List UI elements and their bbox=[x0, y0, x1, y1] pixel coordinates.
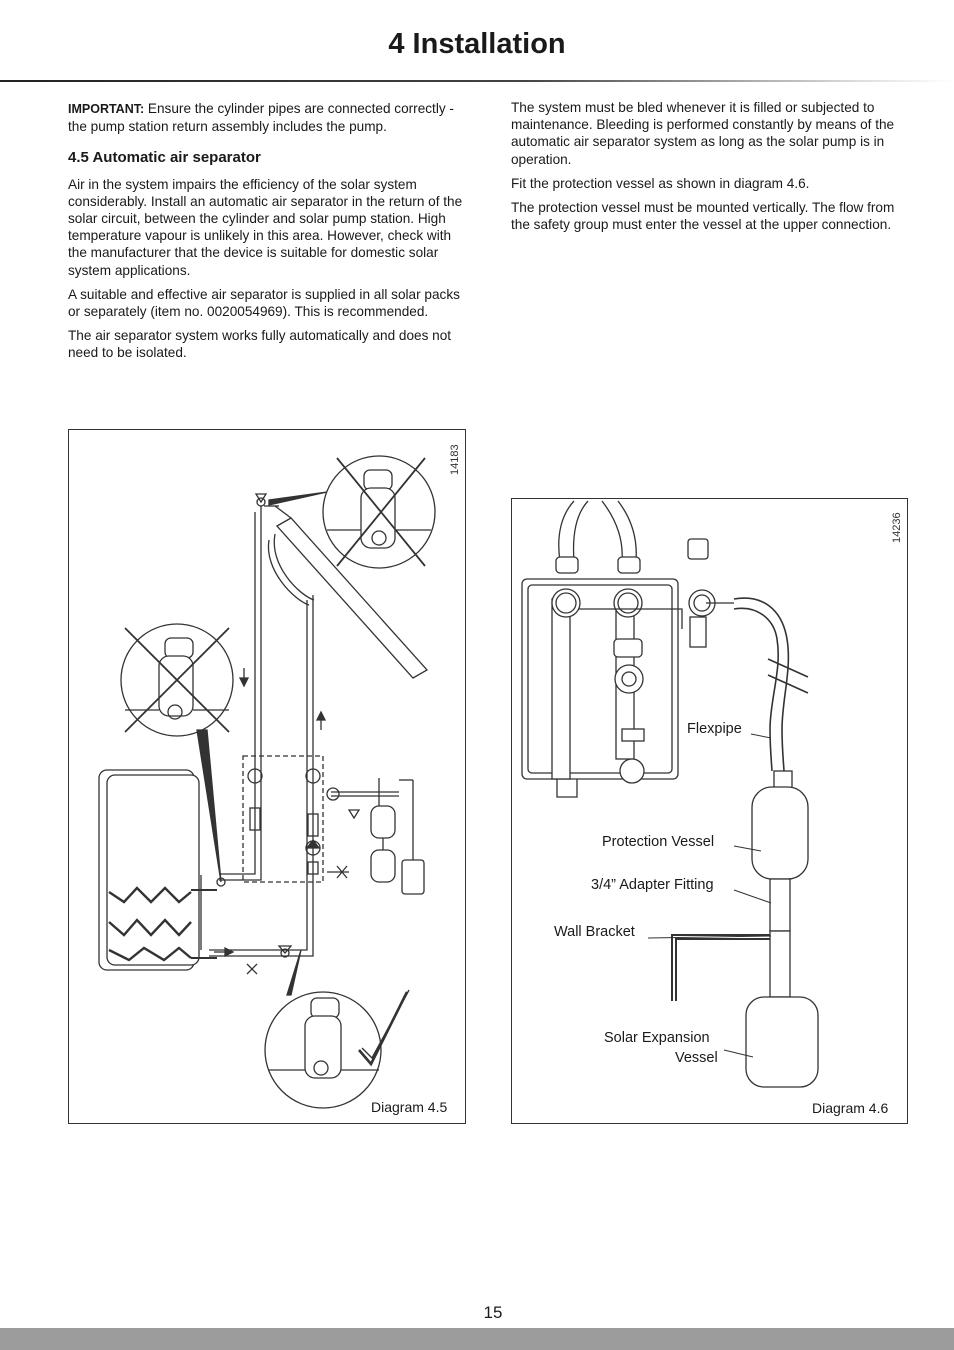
wall-bracket-label: Wall Bracket bbox=[554, 924, 635, 940]
important-text: Ensure the cylinder pipes are connected … bbox=[68, 101, 454, 135]
title-divider bbox=[0, 80, 954, 82]
wrong-position-top bbox=[322, 455, 436, 569]
flexpipe-label: Flexpipe bbox=[687, 721, 742, 737]
pump-station bbox=[242, 755, 399, 883]
left-column: IMPORTANT: Ensure the cylinder pipes are… bbox=[68, 100, 464, 369]
diagram-4-6-illustration bbox=[521, 500, 819, 1088]
top-hoses bbox=[555, 500, 641, 574]
flexpipe bbox=[733, 597, 809, 772]
diagram-caption: Diagram 4.5 bbox=[371, 1099, 448, 1115]
important-label: IMPORTANT: bbox=[68, 102, 145, 116]
solar-expansion-vessel-label-line2: Vessel bbox=[675, 1050, 718, 1066]
adapter-fitting-label: 3/4” Adapter Fitting bbox=[591, 877, 714, 893]
paragraph: The air separator system works fully aut… bbox=[68, 328, 452, 361]
paragraph: The system must be bled whenever it is f… bbox=[511, 100, 895, 167]
page-title: 4 Installation bbox=[388, 28, 566, 60]
diagram-caption: Diagram 4.6 bbox=[812, 1100, 889, 1116]
diagram-reference-number: 14236 bbox=[891, 512, 903, 543]
diagram-4-5-illustration bbox=[98, 455, 436, 1109]
paragraph: The protection vessel must be mounted ve… bbox=[511, 200, 895, 233]
return-valve bbox=[216, 877, 293, 975]
flow-arrows bbox=[214, 668, 327, 958]
footer-bar bbox=[0, 1328, 954, 1350]
expansion-vessels bbox=[347, 778, 425, 895]
paragraph: Fit the protection vessel as shown in di… bbox=[511, 175, 810, 191]
solar-expansion-vessel-label-line1: Solar Expansion bbox=[604, 1030, 710, 1046]
solar-collector bbox=[267, 517, 429, 679]
paragraph: A suitable and effective air separator i… bbox=[68, 286, 460, 320]
correct-position bbox=[264, 949, 410, 1109]
protection-vessel bbox=[751, 770, 809, 932]
page-number: 15 bbox=[483, 1303, 503, 1322]
diagram-reference-number: 14183 bbox=[449, 444, 461, 475]
wrong-position-left bbox=[120, 623, 234, 883]
hot-water-cylinder bbox=[98, 769, 217, 971]
pipework bbox=[200, 505, 314, 957]
wall-bracket bbox=[671, 934, 778, 1001]
right-column: The system must be bled whenever it is f… bbox=[511, 99, 907, 240]
important-note: IMPORTANT: Ensure the cylinder pipes are… bbox=[68, 100, 464, 135]
paragraph: Air in the system impairs the efficiency… bbox=[68, 176, 463, 278]
protection-vessel-label: Protection Vessel bbox=[602, 834, 715, 850]
diagram-4-6: 14236 Flexpipe Protection Vessel 3/4” Ad… bbox=[511, 498, 908, 1124]
safety-group bbox=[687, 538, 734, 648]
top-air-vent bbox=[254, 491, 328, 507]
section-heading: 4.5 Automatic air separator bbox=[68, 149, 261, 167]
solar-expansion-vessel bbox=[745, 930, 819, 1088]
pump-station-body bbox=[521, 578, 683, 798]
diagram-4-5: 14183 Diagram 4.5 bbox=[68, 429, 466, 1124]
